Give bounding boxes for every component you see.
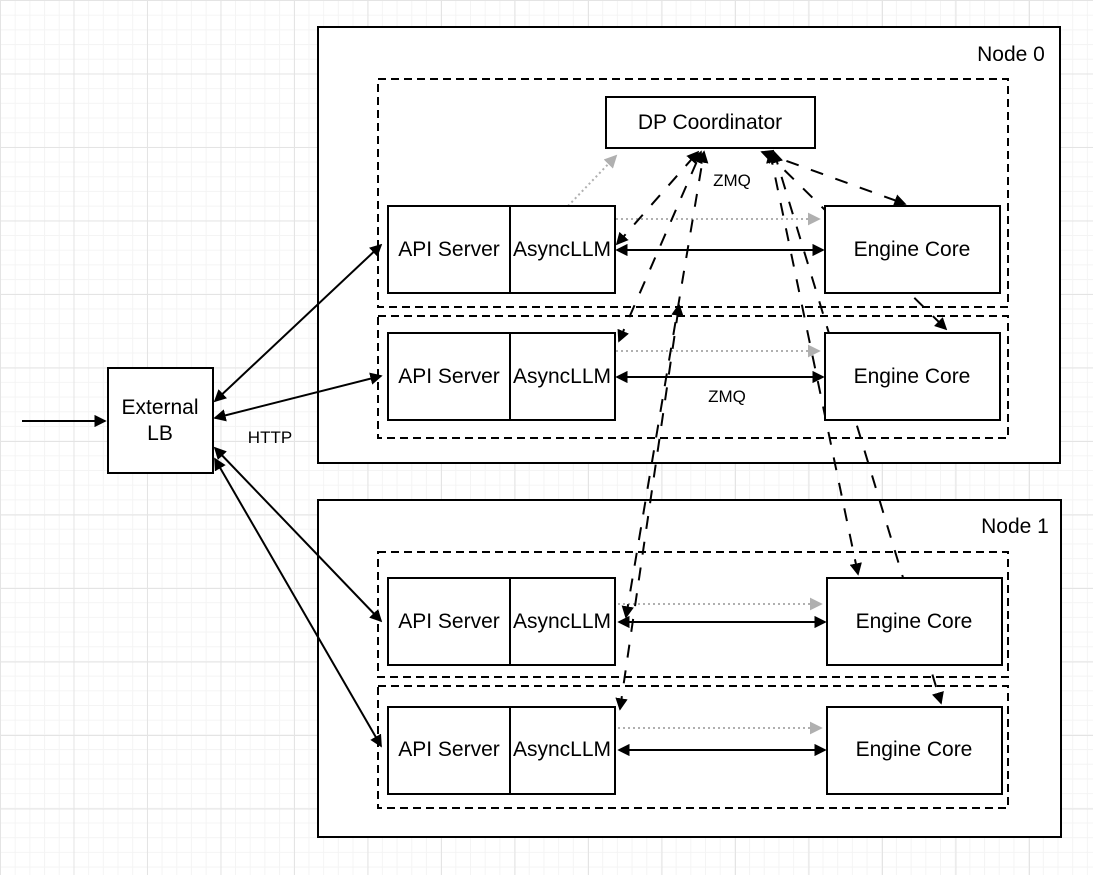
api-server-label-n0r1: API Server [398, 365, 500, 388]
asyncllm-label-n1r0: AsyncLLM [512, 610, 612, 633]
engine-core-label-n0r1: Engine Core [853, 365, 971, 388]
api-server-label-n1r1: API Server [398, 738, 500, 761]
rank-unit-n0r1 [387, 332, 1001, 421]
external-lb-label-line1: External [121, 396, 199, 419]
engine-core-box-n0r1 [824, 332, 1001, 421]
asyncllm-label-n0r0: AsyncLLM [512, 238, 612, 261]
node1-label: Node 1 [981, 515, 1049, 538]
engine-core-label-n0r0: Engine Core [853, 238, 971, 261]
http-label: HTTP [247, 428, 293, 447]
engine-core-label-n1r1: Engine Core [855, 738, 973, 761]
api-async-box-n1r1 [387, 706, 616, 795]
lb-api-arrow-n0r1 [213, 372, 383, 422]
engine-core-box-n0r0 [824, 205, 1001, 294]
external-lb-label-line2: LB [147, 422, 173, 445]
rank-unit-n1r0 [387, 577, 1003, 666]
zmq-label-engine: ZMQ [708, 387, 746, 406]
external-lb-label: External LB [121, 395, 198, 447]
asyncllm-label-n1r1: AsyncLLM [512, 738, 612, 761]
rank-unit-n0r0 [387, 205, 1001, 294]
async-coordinator-dotted-arrow [567, 154, 618, 207]
rank-unit-n1r1 [387, 706, 1003, 795]
api-async-box-n0r0 [387, 205, 616, 294]
dp-coordinator-box [605, 96, 816, 149]
api-async-box-n1r0 [387, 577, 616, 666]
asyncllm-label-n0r1: AsyncLLM [512, 365, 612, 388]
coordinator-async-link-n1r1 [615, 303, 684, 711]
lb-api-arrow-n1r1 [214, 457, 382, 748]
engine-core-label-n1r0: Engine Core [855, 610, 973, 633]
api-async-box-n0r1 [387, 332, 616, 421]
api-server-label-n0r0: API Server [398, 238, 500, 261]
zmq-label-coordinator: ZMQ [713, 171, 751, 190]
engine-core-box-n1r1 [826, 706, 1003, 795]
dp-coordinator-label: DP Coordinator [637, 111, 783, 134]
api-server-label-n1r0: API Server [398, 610, 500, 633]
external-lb-box [107, 367, 214, 474]
node0-label: Node 0 [977, 43, 1045, 66]
engine-core-box-n1r0 [826, 577, 1003, 666]
